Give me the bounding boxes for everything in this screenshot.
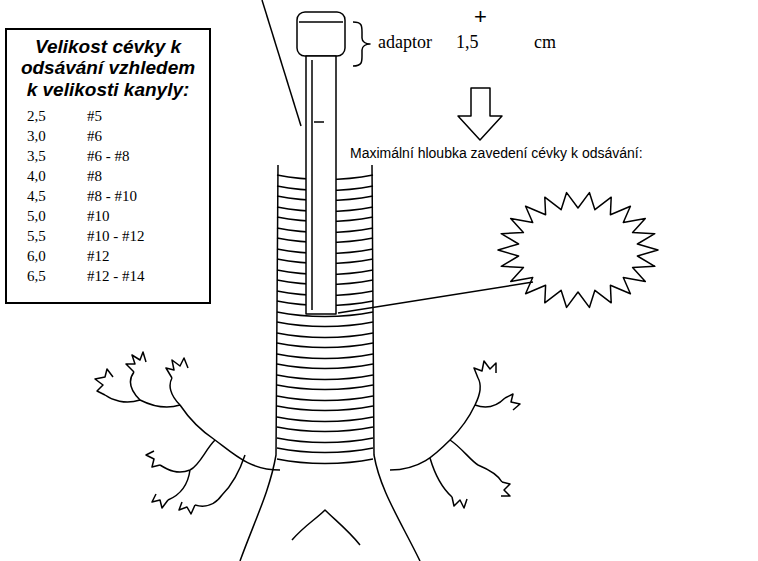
- table-box: Velikost cévky k odsávání vzhledem k vel…: [5, 28, 211, 304]
- table-cell: 6,5: [27, 268, 46, 285]
- table-cell: #12 - #14: [87, 268, 145, 285]
- dimension: 1,5: [456, 33, 479, 53]
- left-bronchus: [105, 372, 280, 506]
- right-lung-tips: [452, 361, 520, 508]
- table-body: 2,5 #5 3,0 #6 3,5 #6 - #8 4,0 #8 4,5 #8 - #10 5,0 #…: [15, 108, 201, 292]
- table-cell: 4,0: [27, 168, 46, 185]
- dimension-unit: cm: [534, 33, 556, 53]
- table-cell: #10 - #12: [87, 228, 145, 245]
- leader-line: [338, 282, 533, 313]
- table-cell: 2,5: [27, 108, 46, 125]
- table-heading: Velikost cévky k odsávání vzhledem k vel…: [15, 36, 201, 100]
- tracheal-ring: [277, 406, 373, 422]
- table-cell: #6 - #8: [87, 148, 130, 165]
- tracheal-ring: [277, 448, 373, 464]
- right-bronchus: [390, 378, 505, 497]
- brace: [353, 22, 370, 66]
- tracheal-ring: [277, 364, 373, 380]
- leader-line: [262, 0, 301, 126]
- table-cell: 5,0: [27, 208, 46, 225]
- cannula-tube: [306, 56, 336, 314]
- trachea-wall: [240, 165, 278, 561]
- note: Maximální hloubka zavedení cévky k odsáv…: [350, 146, 643, 161]
- tracheal-ring: [277, 385, 373, 401]
- table-cell: 4,5: [27, 188, 46, 205]
- part-name: adaptor: [378, 33, 432, 53]
- down-arrow: [458, 88, 502, 140]
- table-cell: #10: [87, 208, 110, 225]
- table-cell: 3,0: [27, 128, 46, 145]
- adaptor: [297, 12, 345, 56]
- trachea-wall: [372, 165, 420, 561]
- table-cell: #5: [87, 108, 102, 125]
- left-lung-tips: [95, 352, 195, 514]
- tracheal-ring: [277, 322, 373, 338]
- table-cell: #12: [87, 248, 110, 265]
- tracheal-ring: [277, 427, 373, 443]
- table-cell: #6: [87, 128, 102, 145]
- table-cell: 3,5: [27, 148, 46, 165]
- table-cell: 5,5: [27, 228, 46, 245]
- starburst: [498, 193, 658, 308]
- carina: [292, 510, 360, 545]
- plus-sign: +: [474, 5, 487, 29]
- tracheal-ring: [277, 343, 373, 359]
- table-cell: 6,0: [27, 248, 46, 265]
- table-cell: #8: [87, 168, 102, 185]
- table-cell: #8 - #10: [87, 188, 137, 205]
